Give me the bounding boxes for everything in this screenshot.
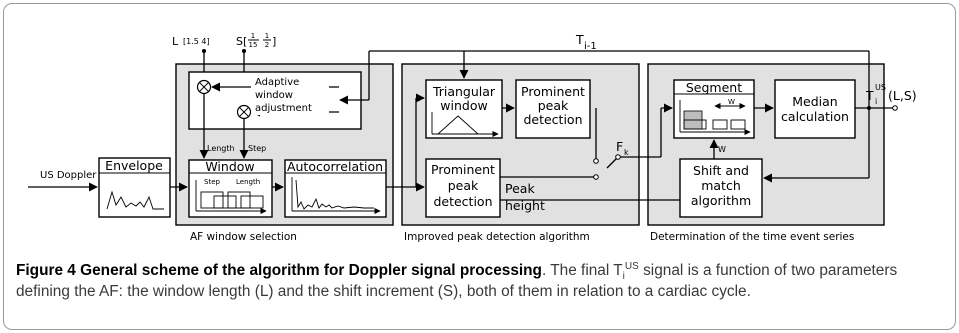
prominent-top-label-1: Prominent [521, 84, 585, 99]
median-calculation-block [774, 79, 856, 139]
svg-text:15: 15 [249, 41, 258, 49]
block-diagram: AF window selection Improved peak detect… [28, 32, 917, 243]
param-s-close: ] [272, 35, 276, 48]
caption-sup: US [624, 260, 639, 272]
param-s-fraction-2: 1 2 [263, 32, 271, 49]
group-label-peak: Improved peak detection algorithm [404, 231, 590, 243]
window-plot [195, 180, 267, 215]
caption-sub: i [622, 271, 625, 283]
caption-text-1: . The final T [541, 262, 623, 279]
param-l-label: L [172, 35, 179, 48]
prominent-peak-top-block [515, 79, 591, 139]
param-s-fraction-1: 1 15 [248, 32, 259, 49]
fk-label-sub: k [624, 148, 629, 157]
figure-caption: Figure 4 General scheme of the algorithm… [16, 260, 946, 302]
segment-plot [679, 100, 751, 136]
segment-label: Segment [686, 80, 742, 95]
window-label: Window [205, 159, 254, 174]
input-label: US Doppler [40, 170, 97, 181]
t-prev-sub: i-1 [584, 41, 597, 52]
t-prev-base: T [575, 32, 584, 47]
triangular-label-2: window [440, 98, 487, 113]
prominent-top-label-3: detection [523, 112, 582, 127]
output-label-base: T [865, 88, 874, 103]
shift-label-1: Shift and [693, 163, 749, 178]
caption-text-2: signal is a function of two parameters d… [16, 262, 898, 300]
multiplier-l [196, 79, 212, 95]
median-label-1: Median [792, 94, 837, 109]
length-arrow-label: Length [207, 144, 235, 153]
peak-height-label-2: height [505, 198, 545, 213]
prominent-top-label-2: peak [538, 98, 569, 113]
fk-label-base: F [616, 139, 623, 154]
figure-frame: AF window selection Improved peak detect… [3, 3, 956, 330]
param-l-range: [1.5 4] [183, 37, 210, 46]
autocorrelation-plot [291, 177, 381, 215]
autocorrelation-block [284, 159, 387, 218]
triangular-window-plot [431, 112, 499, 138]
adaptive-label-1: Adaptive [255, 77, 299, 88]
step-arrow-label: Step [248, 144, 266, 153]
multiplier-s [236, 104, 252, 120]
window-step-label: Step [204, 178, 220, 186]
prominent-peak-bottom-block [425, 158, 501, 218]
envelope-label: Envelope [105, 158, 163, 173]
output-label-args: (L,S) [888, 88, 917, 103]
prominent-bottom-label-1: Prominent [431, 162, 495, 177]
output-label-sup: US [875, 83, 886, 92]
svg-text:1: 1 [265, 32, 269, 40]
segment-w-label: W [728, 98, 735, 106]
triangular-label-1: Triangular [432, 84, 496, 99]
adaptive-label-3: adjustment [255, 103, 312, 114]
w-arrow-label: W [718, 145, 726, 154]
caption-title: Figure 4 General scheme of the algorithm… [16, 262, 542, 279]
median-label-2: calculation [781, 109, 849, 124]
param-s-label: S[ [236, 35, 247, 48]
shift-match-block [679, 158, 763, 218]
shift-label-3: algorithm [691, 193, 751, 208]
group-label-time: Determination of the time event series [650, 231, 854, 243]
prominent-bottom-label-3: detection [433, 194, 492, 209]
shift-label-2: match [701, 178, 741, 193]
triangular-window-block [425, 79, 503, 139]
prominent-bottom-label-2: peak [448, 178, 479, 193]
svg-text:2: 2 [265, 41, 269, 49]
adaptive-label-2: window [255, 90, 293, 101]
group-label-af: AF window selection [190, 231, 297, 243]
autocorrelation-label: Autocorrelation [287, 159, 383, 174]
envelope-block [98, 157, 171, 218]
svg-text:1: 1 [251, 32, 255, 40]
output-label-sub: i [875, 97, 877, 106]
peak-height-label-1: Peak [505, 181, 535, 196]
window-length-label: Length [236, 178, 260, 186]
window-block [188, 159, 273, 218]
